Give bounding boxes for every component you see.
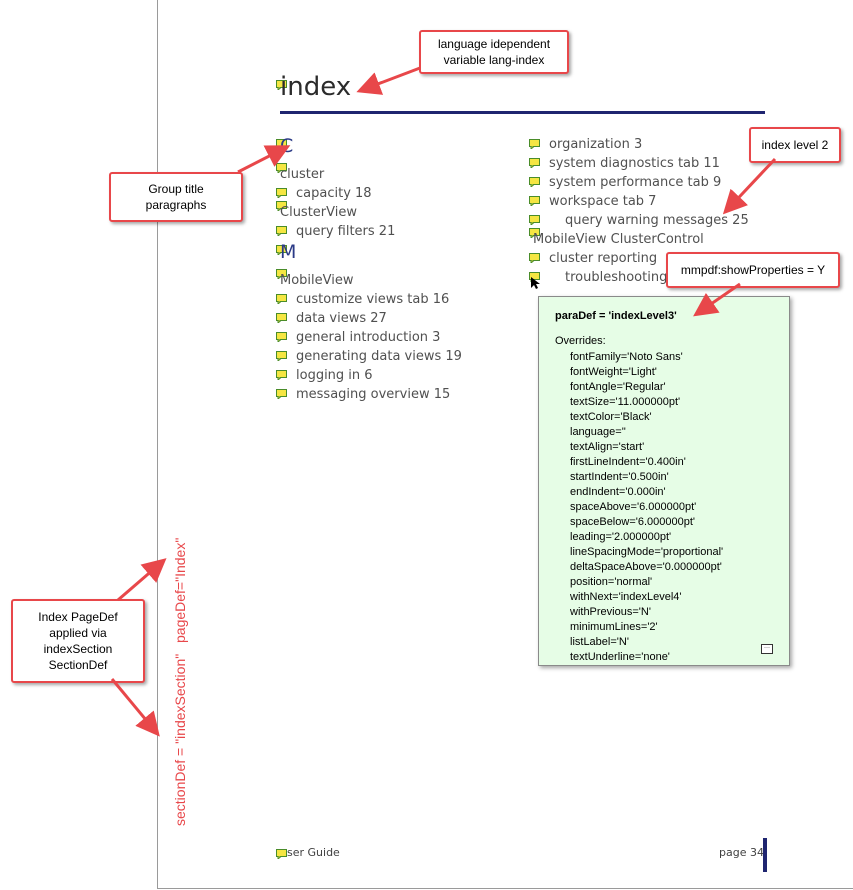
override-line: leading='2.000000pt' <box>570 531 672 543</box>
comment-flag-icon[interactable] <box>529 158 540 168</box>
properties-popup: paraDef = 'indexLevel3' Overrides: fontF… <box>538 296 790 666</box>
page-title: index <box>280 72 352 102</box>
expand-icon[interactable]: ··· <box>761 644 773 654</box>
comment-flag-icon[interactable] <box>276 313 287 323</box>
comment-flag-icon[interactable] <box>276 389 287 399</box>
index-entry-l2: organization 3 <box>549 137 643 152</box>
comment-flag-icon[interactable] <box>529 228 540 238</box>
footer-page-number: page 34 <box>719 846 764 859</box>
override-line: textSize='11.000000pt' <box>570 396 681 408</box>
comment-flag-icon[interactable] <box>276 80 287 90</box>
footer-left: ser Guide <box>287 846 340 859</box>
index-entry-l1: MobileView ClusterControl <box>533 232 704 247</box>
override-line: startIndent='0.500in' <box>570 471 669 483</box>
comment-flag-icon[interactable] <box>276 245 287 255</box>
index-entry-l1: MobileView <box>280 273 354 288</box>
index-entry-l2: capacity 18 <box>296 186 372 201</box>
comment-flag-icon[interactable] <box>529 196 540 206</box>
override-line: textColor='Black' <box>570 411 652 423</box>
override-line: position='normal' <box>570 576 653 588</box>
override-line: textUnderline='none' <box>570 651 670 663</box>
comment-flag-icon[interactable] <box>529 215 540 225</box>
index-entry-l2: generating data views 19 <box>296 349 462 364</box>
popup-header: paraDef = 'indexLevel3' <box>555 310 677 322</box>
comment-flag-icon[interactable] <box>276 332 287 342</box>
override-line: language='' <box>570 426 626 438</box>
index-entry-l2: general introduction 3 <box>296 330 441 345</box>
index-entry-l2: customize views tab 16 <box>296 292 450 307</box>
override-line: withPrevious='N' <box>570 606 651 618</box>
index-entry-l1: cluster <box>280 167 325 182</box>
title-rule <box>280 111 765 114</box>
page-frame <box>157 0 853 889</box>
comment-flag-icon[interactable] <box>529 177 540 187</box>
index-entry-l2: system diagnostics tab 11 <box>549 156 720 171</box>
comment-flag-icon[interactable] <box>276 370 287 380</box>
index-entry-l2: cluster reporting <box>549 251 658 266</box>
arrow-to-popup <box>693 282 741 317</box>
override-line: minimumLines='2' <box>570 621 658 633</box>
override-line: fontFamily='Noto Sans' <box>570 351 683 363</box>
callout-index-level2: index level 2 <box>749 127 841 163</box>
override-line: fontAngle='Regular' <box>570 381 666 393</box>
override-line: withNext='indexLevel4' <box>570 591 682 603</box>
override-line: endIndent='0.000in' <box>570 486 666 498</box>
comment-flag-icon[interactable] <box>529 139 540 149</box>
callout-level2-text: index level 2 <box>761 138 829 152</box>
callout-show-properties: mmpdf:showProperties = Y <box>666 252 840 288</box>
overrides-label: Overrides: <box>555 335 606 347</box>
override-line: deltaSpaceAbove='0.000000pt' <box>570 561 722 573</box>
index-entry-l2: data views 27 <box>296 311 387 326</box>
override-line: spaceAbove='6.000000pt' <box>570 501 697 513</box>
override-line: spaceBelow='6.000000pt' <box>570 516 695 528</box>
index-entry-l2: logging in 6 <box>296 368 373 383</box>
index-entry-l2: system performance tab 9 <box>549 175 722 190</box>
overrides-list: fontFamily='Noto Sans' fontWeight='Light'… <box>570 350 723 665</box>
arrow-to-group <box>237 145 291 174</box>
override-line: textAlign='start' <box>570 441 645 453</box>
comment-flag-icon[interactable] <box>276 294 287 304</box>
index-entry-l2: query filters 21 <box>296 224 396 239</box>
arrow-to-pagedef <box>117 558 167 602</box>
index-entry-l2: messaging overview 15 <box>296 387 451 402</box>
comment-flag-icon[interactable] <box>276 226 287 236</box>
comment-flag-icon[interactable] <box>276 849 287 859</box>
comment-flag-icon[interactable] <box>276 201 287 211</box>
index-entry-l3: query warning messages 25 <box>565 213 749 228</box>
override-line: firstLineIndent='0.400in' <box>570 456 686 468</box>
comment-flag-icon[interactable] <box>276 351 287 361</box>
comment-flag-icon[interactable] <box>276 269 287 279</box>
callout-props-text: mmpdf:showProperties = Y <box>680 263 826 277</box>
arrow-to-title <box>356 66 421 95</box>
mouse-cursor-icon <box>530 275 540 294</box>
index-entry-l2: workspace tab 7 <box>549 194 657 209</box>
comment-flag-icon[interactable] <box>276 188 287 198</box>
override-line: lineSpacingMode='proportional' <box>570 546 724 558</box>
footer-bar <box>763 838 767 872</box>
override-line: fontWeight='Light' <box>570 366 657 378</box>
index-entry-l3: troubleshooting 2 <box>565 270 680 285</box>
index-group-title: M <box>280 241 297 263</box>
index-entry-l1: ClusterView <box>280 205 357 220</box>
arrow-to-level2 <box>722 157 777 215</box>
comment-flag-icon[interactable] <box>529 253 540 263</box>
arrow-to-sectiondef <box>110 678 160 737</box>
override-line: listLabel='N' <box>570 636 629 648</box>
